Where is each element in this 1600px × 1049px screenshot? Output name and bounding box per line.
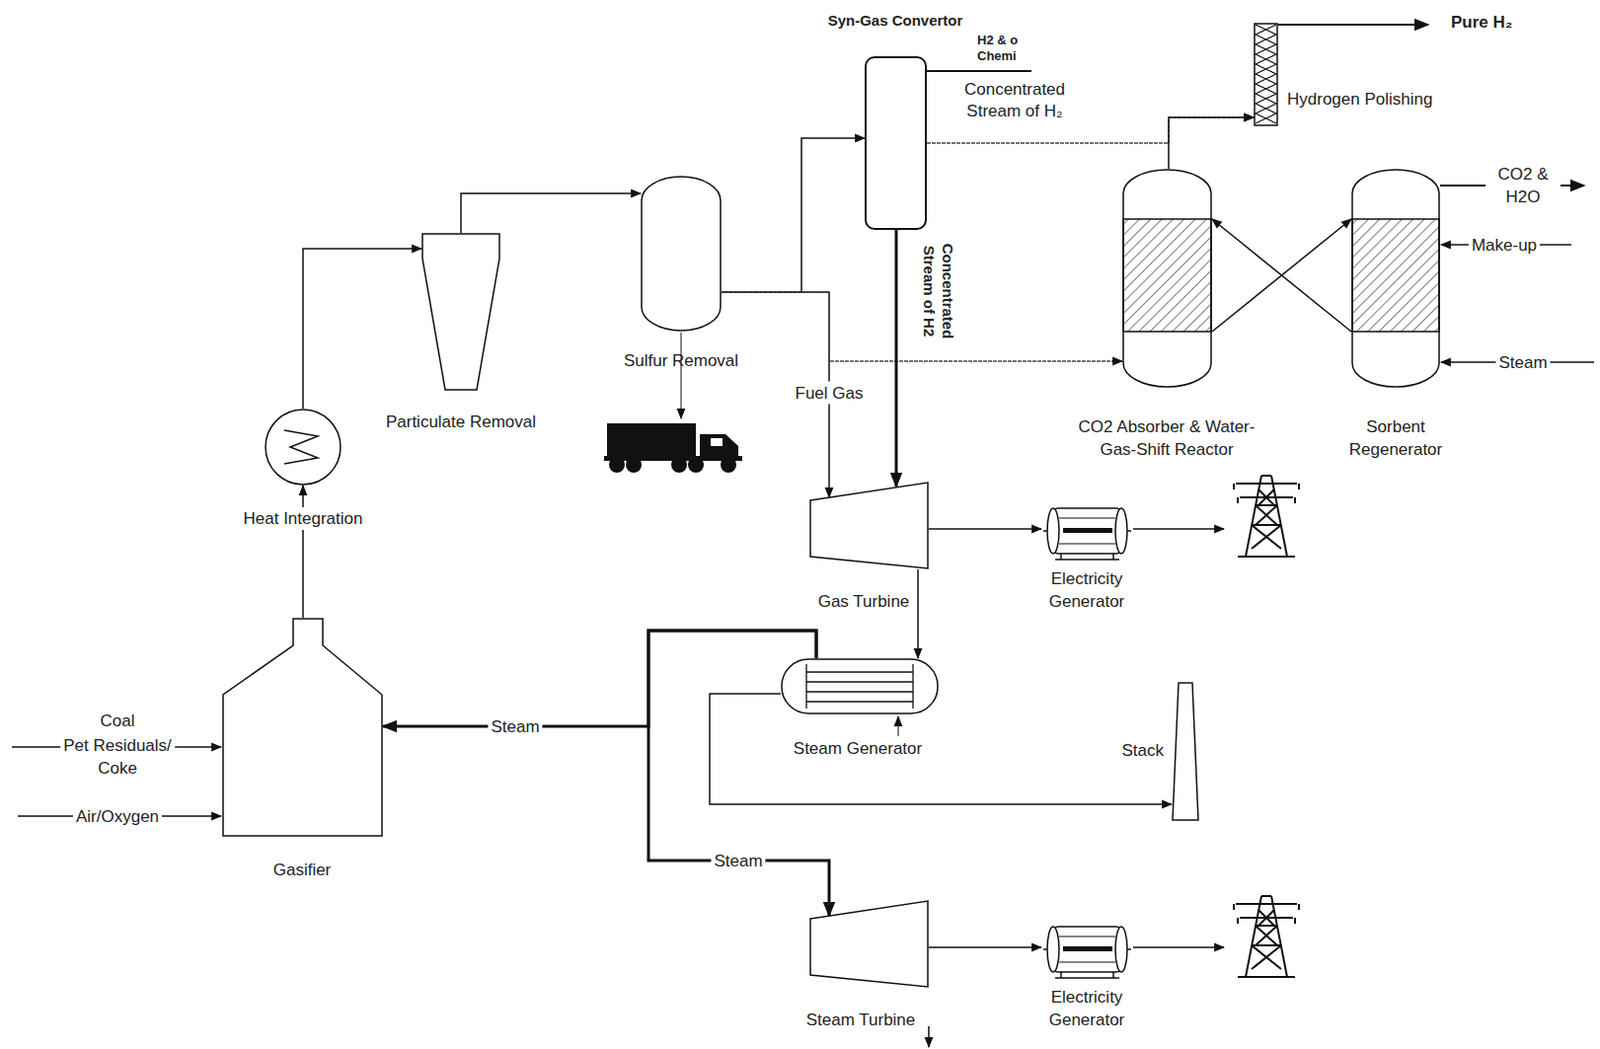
generator-symbol-outline — [1041, 918, 1134, 981]
node-label: Particulate Removal — [385, 410, 536, 434]
truck-icon — [604, 423, 743, 473]
node-label: Stack — [1121, 739, 1164, 762]
flow-connector — [928, 946, 1042, 949]
stream-label: Concentrated Stream of H2 — [919, 227, 958, 356]
product-stub-line — [926, 70, 1032, 73]
pure-h2-line — [1278, 23, 1429, 26]
absorber-reactor-outline — [1122, 168, 1213, 388]
feed-label: Pet Residuals/ — [60, 735, 175, 758]
stream-note: H2 & o — [977, 32, 1018, 49]
steam-generator: Steam Generator — [780, 658, 939, 715]
stream-label: CO2 & H2O — [1485, 162, 1561, 209]
gasifier-vessel: Gasifier — [222, 617, 383, 838]
flow-connector — [926, 117, 1254, 144]
flow-connector — [460, 193, 641, 233]
gas-turbine-outline — [809, 481, 929, 570]
node-label: Gas Turbine — [815, 590, 914, 613]
transmission-tower — [1233, 475, 1299, 557]
edge-label: Fuel Gas — [792, 381, 867, 405]
feed-label: Coal — [97, 710, 139, 733]
power-line — [1133, 528, 1224, 531]
polishing-bed: Hydrogen Polishing — [1253, 22, 1279, 127]
flow-connector — [1168, 117, 1254, 169]
edge-label: Steam — [487, 715, 542, 739]
feed-label: Coke — [94, 758, 141, 780]
product-label: Pure H₂ — [1450, 10, 1513, 34]
steam-turbine: Steam Turbine — [809, 900, 929, 989]
gas-turbine: Gas Turbine — [809, 481, 929, 570]
gasifier-vessel-outline — [222, 617, 383, 838]
node-label: Syn-Gas Convertor — [828, 8, 964, 32]
flow-connector — [709, 693, 1172, 805]
stack-chimney-outline — [1171, 682, 1200, 822]
flow-connector — [1212, 219, 1352, 332]
generator-symbol: Electricity Generator — [1041, 500, 1134, 562]
feed-label: Air/Oxygen — [73, 805, 162, 829]
sulfur-vessel: Sulfur Removal — [640, 175, 722, 332]
heat-exchanger: Heat Integration — [264, 408, 342, 486]
generator-symbol-outline — [1041, 500, 1134, 562]
flow-connector — [382, 630, 817, 727]
flow-connector — [895, 229, 899, 487]
flow-connector — [928, 528, 1042, 531]
power-line — [1133, 946, 1224, 949]
steam-turbine-outline — [809, 900, 929, 989]
exhaust-line — [927, 1026, 930, 1048]
transmission-tower — [1233, 896, 1299, 978]
stream-label: Steam — [1495, 351, 1550, 375]
absorber-reactor: CO2 Absorber & Water-Gas-Shift Reactor — [1122, 168, 1213, 388]
stream-label: Concentrated Stream of H₂ — [945, 78, 1084, 123]
cyclone-separator-outline — [421, 232, 501, 391]
node-label: Sorbent Regenerator — [1336, 415, 1455, 461]
converter-vessel-outline — [864, 56, 927, 230]
node-label: Gasifier — [273, 858, 332, 882]
flow-connector — [302, 485, 305, 618]
sulfur-out-line — [681, 332, 683, 419]
cyclone-separator: Particulate Removal — [421, 232, 501, 391]
heat-exchanger-outline — [264, 408, 342, 486]
node-label: Electricity Generator — [1037, 986, 1137, 1032]
feedwater-line — [898, 716, 900, 737]
polishing-bed-outline — [1253, 22, 1279, 127]
regenerator-vessel-outline — [1351, 168, 1441, 388]
flow-connector — [721, 138, 865, 293]
flow-connector — [916, 569, 919, 659]
edge-label: Steam — [710, 849, 765, 873]
node-label: Electricity Generator — [1037, 567, 1137, 613]
node-label: Hydrogen Polishing — [1287, 87, 1433, 111]
flow-connector — [1212, 219, 1352, 332]
node-label: Steam Generator — [793, 737, 922, 761]
steam-generator-outline — [780, 658, 939, 715]
stream-label: Make-up — [1468, 233, 1540, 257]
flow-connector — [303, 248, 422, 409]
stream-note: Chemi — [977, 48, 1017, 65]
node-label: Heat Integration — [240, 507, 367, 531]
converter-vessel: Syn-Gas Convertor — [864, 56, 927, 230]
node-label: Sulfur Removal — [623, 349, 739, 373]
generator-symbol: Electricity Generator — [1041, 918, 1134, 981]
regenerator-vessel: Sorbent Regenerator — [1351, 168, 1441, 388]
node-label: CO2 Absorber & Water-Gas-Shift Reactor — [1061, 415, 1274, 461]
flow-lines — [11, 24, 1595, 1048]
sulfur-vessel-outline — [640, 175, 722, 332]
node-label: Steam Turbine — [806, 1008, 916, 1032]
stack-chimney: Stack — [1171, 682, 1200, 822]
